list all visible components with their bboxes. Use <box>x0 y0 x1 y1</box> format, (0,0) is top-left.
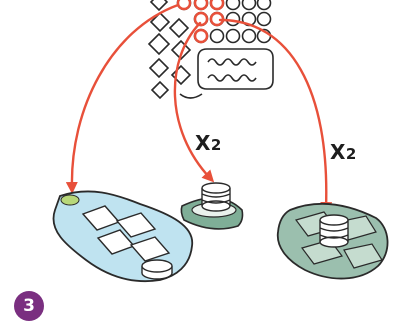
right-token-stack <box>319 214 349 248</box>
multiplier-center-count: 2 <box>210 136 222 154</box>
multiplier-center-prefix: X <box>195 131 211 155</box>
highlighted-circles <box>176 0 225 44</box>
punchboard-sheet <box>147 0 274 100</box>
multiplier-right-prefix: X <box>330 140 346 164</box>
multiplier-right-count: 2 <box>345 145 357 163</box>
arrow-to-right-stack <box>218 18 333 214</box>
multiplier-center: X2 <box>195 131 222 155</box>
arrow-to-center-stack <box>173 21 215 183</box>
step-number-badge: 3 <box>14 291 44 321</box>
blue-player-board <box>52 190 193 283</box>
arrows <box>65 3 333 214</box>
arrow-to-blue-board <box>65 3 180 194</box>
center-token-stack <box>180 182 244 230</box>
token-stack-small <box>141 259 173 280</box>
green-player-board <box>276 202 389 280</box>
multiplier-right: X2 <box>330 140 357 164</box>
